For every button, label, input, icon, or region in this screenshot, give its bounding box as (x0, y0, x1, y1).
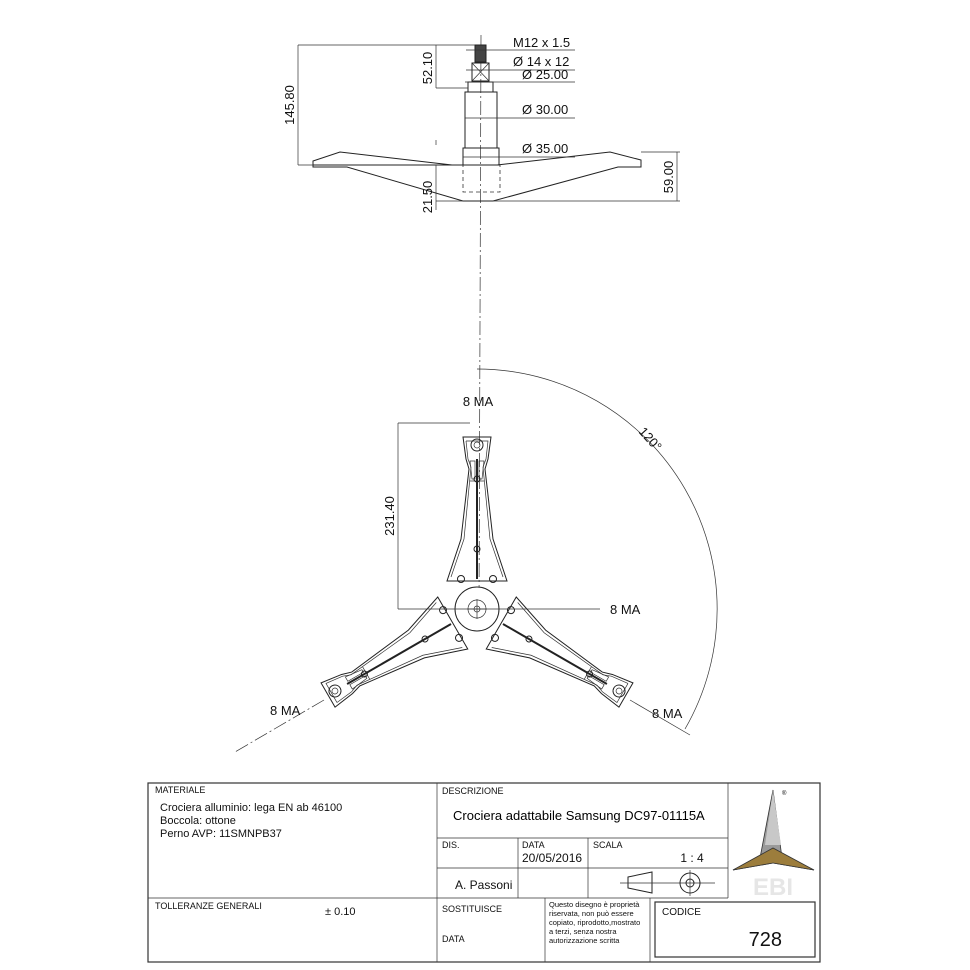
copyright-note: a terzi, senza nostra (549, 927, 617, 936)
data-value: 20/05/2016 (522, 851, 582, 865)
copyright-note: riservata, non può essere (549, 909, 634, 918)
callout-d14: Ø 14 x 12 (513, 54, 569, 69)
scala-label: SCALA (593, 840, 623, 850)
sostituisce-label: SOSTITUISCE (442, 904, 502, 914)
hub-d35 (462, 147, 500, 166)
callout-d25: Ø 25.00 (522, 67, 568, 82)
materiale-line: Crociera alluminio: lega EN ab 46100 (160, 802, 342, 814)
dim-angle: 120° (636, 424, 665, 454)
tolleranze-label: TOLLERANZE GENERALI (155, 901, 262, 911)
materiale-line: Boccola: ottone (160, 815, 236, 827)
author: A. Passoni (455, 878, 512, 892)
hole-label-center: 8 MA (610, 602, 641, 617)
callout-d35: Ø 35.00 (522, 141, 568, 156)
square-section (471, 62, 490, 82)
tolleranze-value: ± 0.10 (325, 906, 356, 918)
centerline (478, 34, 482, 610)
materiale-label: MATERIALE (155, 785, 205, 795)
spider-arm (312, 595, 471, 722)
svg-text:EBI: EBI (753, 874, 793, 901)
hole-label-right: 8 MA (652, 706, 683, 721)
dim-shaft-length: 52.10 (420, 52, 435, 85)
spider-arm (446, 436, 508, 584)
scala-value: 1 : 4 (680, 851, 704, 865)
copyright-note: autorizzazione scritta (549, 936, 620, 945)
ebi-logo: EBI ® (732, 789, 815, 901)
angle-arc (476, 368, 718, 730)
thread (474, 44, 487, 63)
dim-overall-height: 145.80 (282, 85, 297, 125)
codice-value: 728 (749, 929, 782, 951)
spider-profile (312, 151, 642, 202)
codice-box (654, 901, 816, 958)
descrizione-label: DESCRIZIONE (442, 786, 504, 796)
dim-hub-depth: 21.50 (420, 181, 435, 214)
side-view: 145.80 52.10 21.50 59.00 M12 x 1.5 Ø 14 … (282, 34, 680, 610)
callout-thread: M12 x 1.5 (513, 35, 570, 50)
title-block: MATERIALE Crociera alluminio: lega EN ab… (147, 782, 821, 963)
bushing-hidden (462, 164, 501, 193)
hole-label-top: 8 MA (463, 394, 494, 409)
dim-arm-length: 231.40 (382, 496, 397, 536)
dis-label: DIS. (442, 840, 460, 850)
materiale-line: Perno AVP: 11SMNPB37 (160, 828, 282, 840)
descrizione-value: Crociera adattabile Samsung DC97-01115A (453, 808, 705, 823)
dim-dish-height: 59.00 (661, 161, 676, 194)
callout-d30: Ø 30.00 (522, 102, 568, 117)
copyright-note: Questo disegno è proprietà (549, 900, 640, 909)
projection-symbol-icon (620, 870, 715, 896)
spider-top-view (312, 436, 642, 722)
data-label: DATA (522, 840, 545, 850)
data2-label: DATA (442, 934, 465, 944)
codice-label: CODICE (662, 907, 701, 918)
hole-label-left: 8 MA (270, 703, 301, 718)
top-view: 231.40 120° 8 MA 8 MA 8 MA 8 MA (234, 368, 718, 753)
copyright-note: copiato, riprodotto,mostrato (549, 918, 640, 927)
svg-text:®: ® (782, 790, 787, 797)
